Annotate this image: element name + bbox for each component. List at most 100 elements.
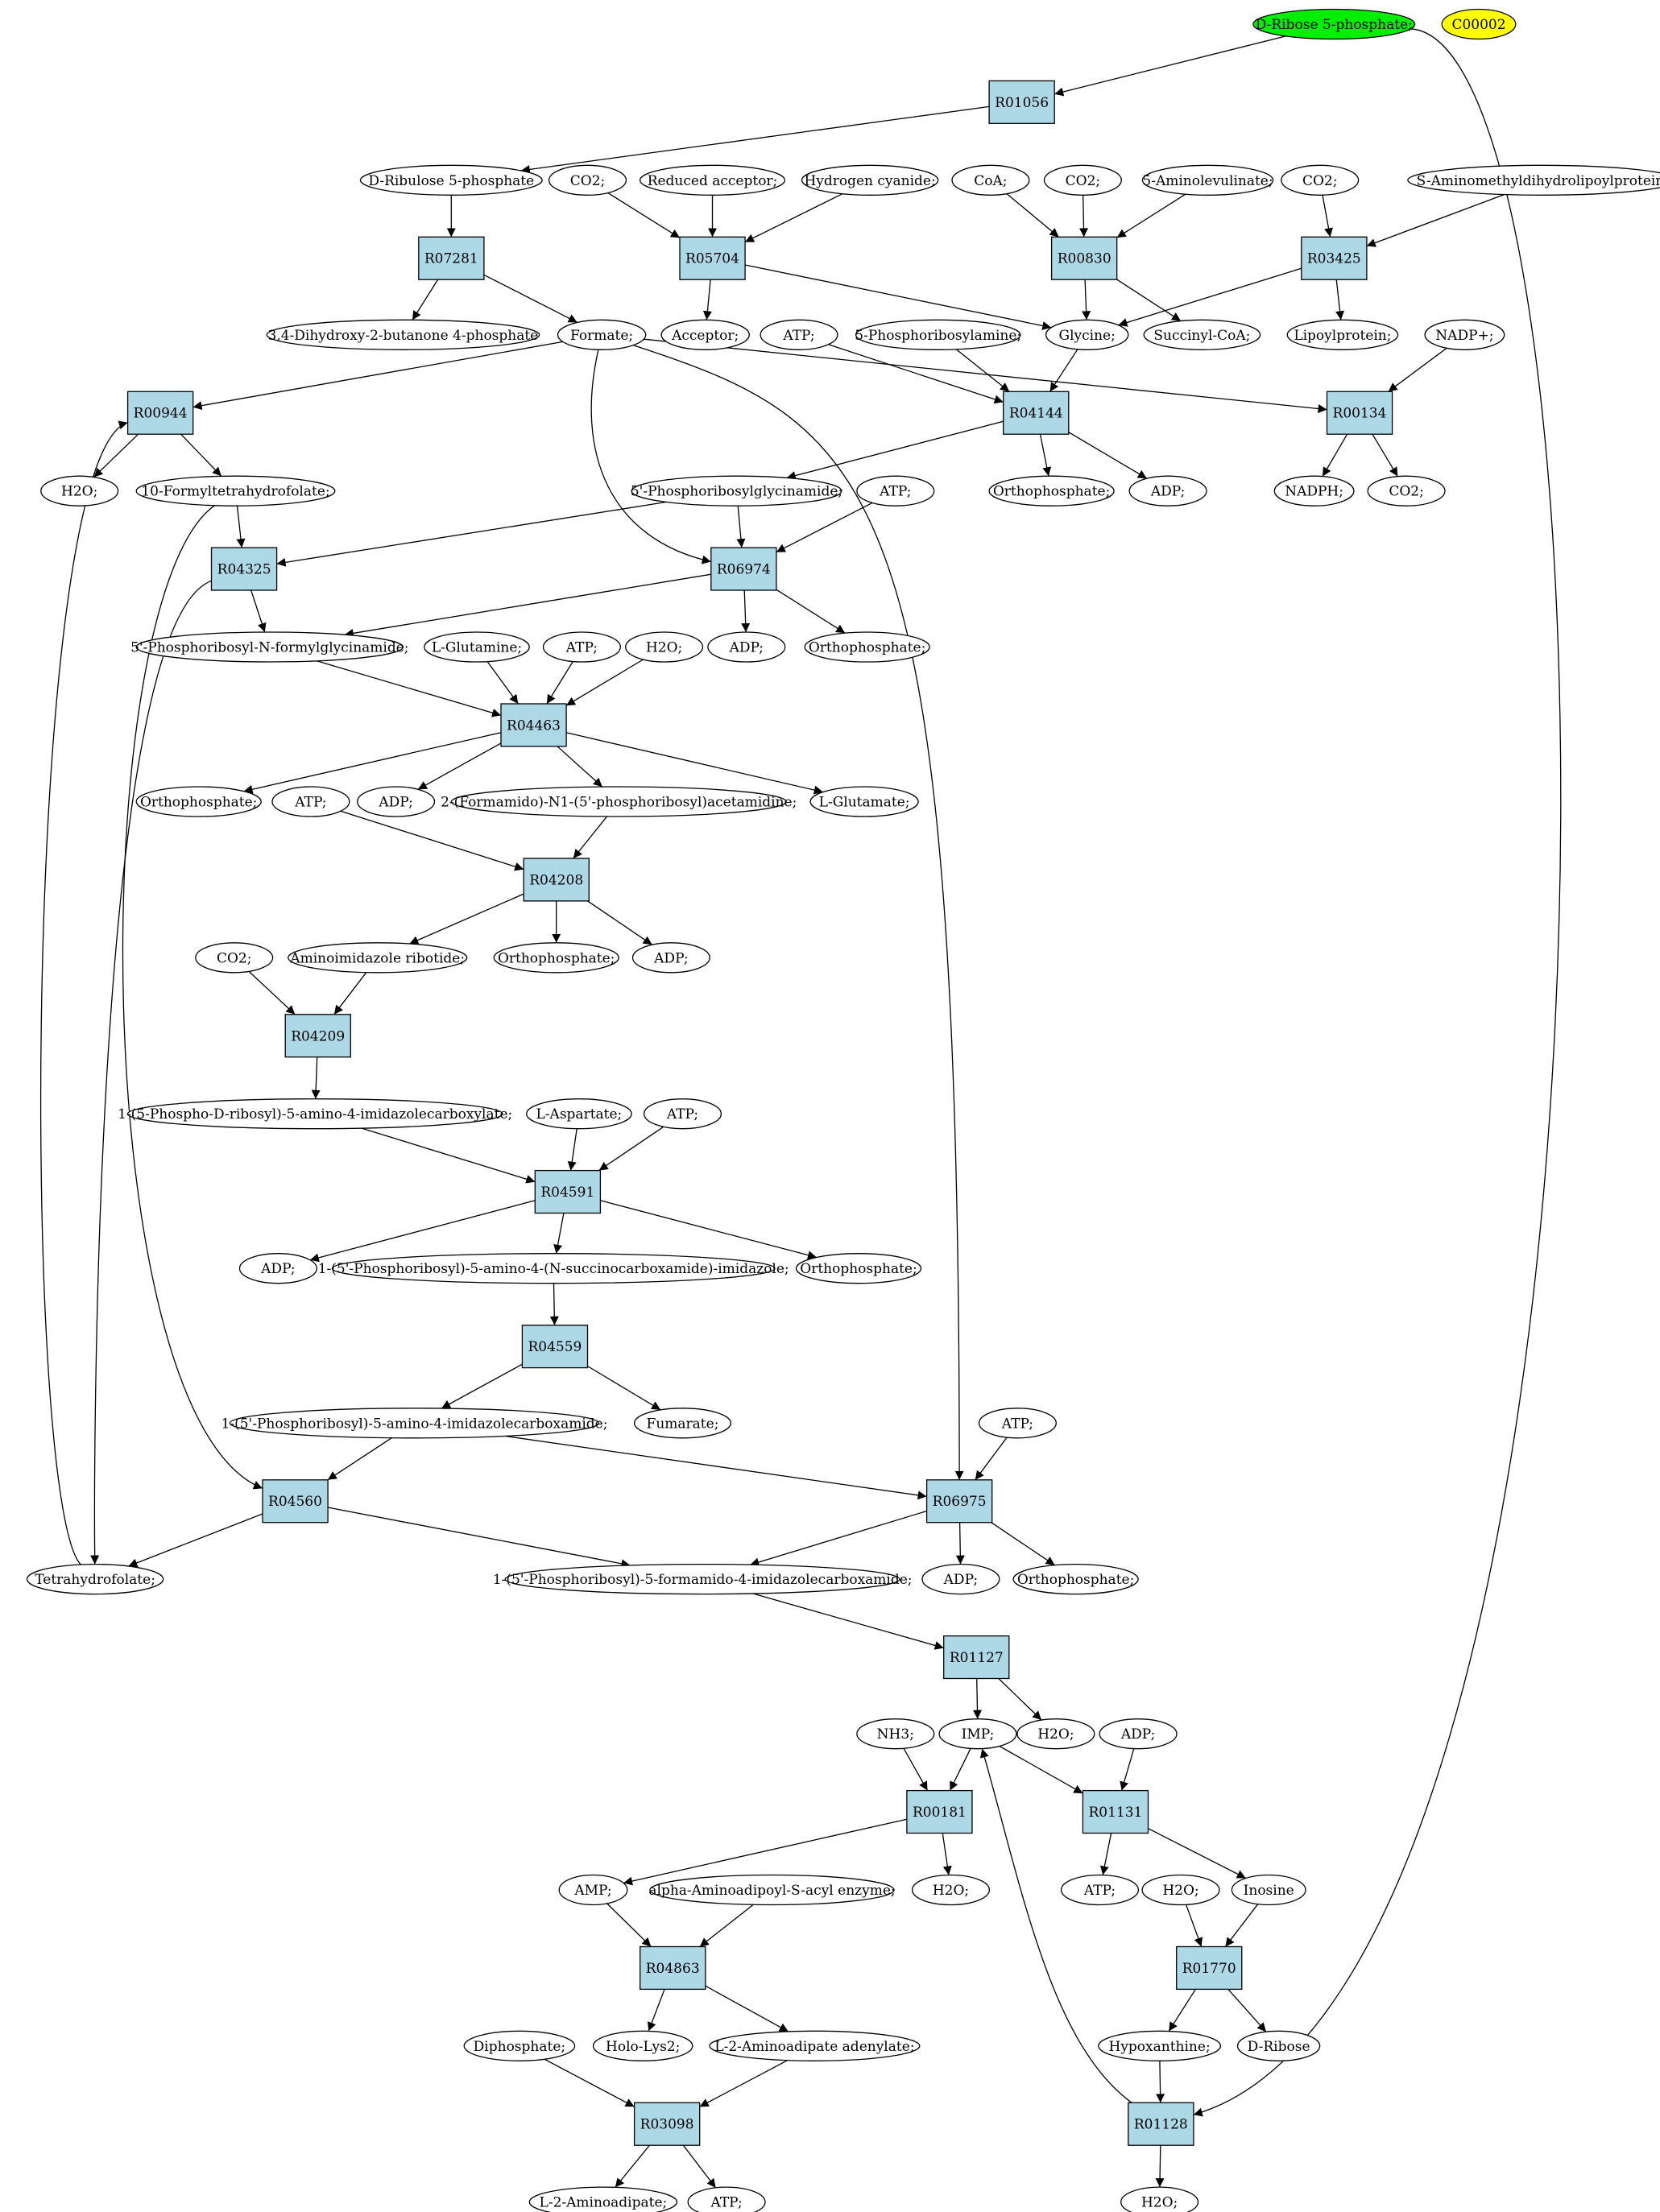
- compound-node-c-aicar[interactable]: 1-(5'-Phosphoribosyl)-5-amino-4-imidazol…: [221, 1408, 608, 1439]
- reaction-node-r03425[interactable]: R03425: [1301, 236, 1368, 280]
- compound-node-c-adp-b[interactable]: ADP;: [707, 631, 786, 663]
- reaction-node-r04560[interactable]: R04560: [262, 1479, 329, 1524]
- compound-node-c-acceptor[interactable]: Acceptor;: [660, 319, 750, 350]
- reaction-node-r04463[interactable]: R04463: [500, 703, 567, 747]
- compound-node-c-redacc[interactable]: Reduced acceptor;: [639, 164, 786, 196]
- compound-node-c-gln[interactable]: L-Glutamine;: [424, 631, 530, 663]
- reaction-node-r01131[interactable]: R01131: [1082, 1789, 1149, 1834]
- compound-node-c-pi-e[interactable]: Orthophosphate;: [795, 1253, 922, 1284]
- compound-node-c-dribose[interactable]: D-Ribose: [1236, 2030, 1321, 2061]
- reaction-node-r01770[interactable]: R01770: [1176, 1945, 1243, 1991]
- compound-node-c-lipoyl[interactable]: Lipoylprotein;: [1286, 319, 1399, 350]
- reaction-node-r04209[interactable]: R04209: [284, 1014, 351, 1058]
- compound-node-c-h2o-a[interactable]: H2O;: [40, 475, 119, 506]
- compound-node-c-inosine[interactable]: Inosine: [1231, 1874, 1306, 1906]
- edge-c_asp-to-R04591: [567, 1128, 577, 1171]
- compound-node-c-atp-h[interactable]: ATP;: [687, 2186, 766, 2212]
- compound-node-c-h2o-b[interactable]: H2O;: [625, 631, 704, 663]
- compound-node-c-adp-c[interactable]: ADP;: [357, 786, 436, 817]
- compound-node-c-faicar[interactable]: 1-(5'-Phosphoribosyl)-5-formamido-4-imid…: [493, 1563, 913, 1595]
- compound-node-c-h2o-c[interactable]: H2O;: [1016, 1718, 1095, 1750]
- compound-node-c-pra[interactable]: 5-Phosphoribosylamine;: [855, 319, 1021, 350]
- reaction-node-r03098[interactable]: R03098: [633, 2102, 701, 2146]
- compound-node-c-nadp[interactable]: NADP+;: [1424, 319, 1505, 350]
- reaction-node-r00134[interactable]: R00134: [1326, 391, 1393, 435]
- compound-node-c-amp[interactable]: AMP;: [558, 1874, 628, 1906]
- compound-node-c-h2o-e[interactable]: H2O;: [1141, 1874, 1220, 1906]
- compound-node-c-10fthf[interactable]: 10-Formyltetrahydrofolate;: [135, 475, 336, 506]
- reaction-node-r04559[interactable]: R04559: [521, 1325, 589, 1369]
- compound-node-c-coa[interactable]: CoA;: [951, 164, 1030, 196]
- compound-node-c-dhbp[interactable]: 3,4-Dihydroxy-2-butanone 4-phosphate: [266, 319, 540, 350]
- compound-ellipse: [804, 631, 930, 663]
- compound-node-c-glycine[interactable]: Glycine;: [1045, 319, 1129, 350]
- reaction-node-r00181[interactable]: R00181: [906, 1789, 973, 1834]
- compound-node-c-nh3[interactable]: NH3;: [856, 1718, 935, 1750]
- compound-node-c-air[interactable]: Aminoimidazole ribotide;: [288, 942, 468, 974]
- compound-node-c-fgam[interactable]: 2-(Formamido)-N1-(5'-phosphoribosyl)acet…: [441, 786, 797, 817]
- compound-node-c-gar[interactable]: 5'-Phosphoribosylglycinamide;: [631, 475, 842, 506]
- reaction-node-r06974[interactable]: R06974: [710, 547, 777, 591]
- compound-node-c-aaacyl[interactable]: alpha-Aminoadipoyl-S-acyl enzyme;: [648, 1874, 896, 1906]
- compound-node-c-h2o-f[interactable]: H2O;: [1120, 2186, 1199, 2212]
- compound-node-c-formate[interactable]: Formate;: [557, 319, 647, 350]
- reaction-node-r04208[interactable]: R04208: [523, 858, 590, 902]
- compound-node-c-co2-a[interactable]: CO2;: [548, 164, 627, 196]
- reaction-node-r01128[interactable]: R01128: [1128, 2102, 1194, 2146]
- compound-node-c-c00002[interactable]: C00002: [1441, 8, 1517, 40]
- compound-node-c-pi-c[interactable]: Orthophosphate;: [135, 786, 262, 817]
- reaction-node-r04591[interactable]: R04591: [534, 1169, 602, 1214]
- reaction-node-r00830[interactable]: R00830: [1050, 236, 1118, 280]
- compound-node-c-hypoxanthine[interactable]: Hypoxanthine;: [1098, 2030, 1222, 2061]
- compound-node-c-co2-c[interactable]: CO2;: [1281, 164, 1360, 196]
- compound-node-c-glu[interactable]: L-Glutamate;: [809, 786, 919, 817]
- compound-node-c-adp-g[interactable]: ADP;: [1099, 1718, 1178, 1750]
- compound-node-c-adp-e[interactable]: ADP;: [238, 1253, 317, 1284]
- reaction-node-r05704[interactable]: R05704: [679, 236, 746, 280]
- compound-node-c-diphosphate[interactable]: Diphosphate;: [463, 2030, 576, 2061]
- compound-node-c-l2aa-adenylate[interactable]: L-2-Aminoadipate adenylate;: [709, 2030, 921, 2061]
- compound-node-c-atp-b[interactable]: ATP;: [856, 475, 935, 506]
- compound-node-c-pi-d[interactable]: Orthophosphate;: [493, 942, 619, 974]
- compound-node-c-h2o-d[interactable]: H2O;: [911, 1874, 991, 1906]
- compound-node-c-adp-a[interactable]: ADP;: [1128, 475, 1207, 506]
- reaction-node-r04144[interactable]: R04144: [1003, 391, 1070, 435]
- compound-node-c-atp-c[interactable]: ATP;: [542, 631, 621, 663]
- reaction-node-r01056[interactable]: R01056: [988, 80, 1055, 124]
- compound-node-c-atp-a[interactable]: ATP;: [760, 319, 838, 350]
- reaction-node-r04863[interactable]: R04863: [640, 1945, 706, 1991]
- compound-node-c-atp-e[interactable]: ATP;: [643, 1098, 722, 1130]
- compound-node-c-adp-d[interactable]: ADP;: [631, 942, 710, 974]
- compound-node-c-ribose5p[interactable]: D-Ribose 5-phosphate;: [1252, 8, 1416, 40]
- compound-node-c-nadph[interactable]: NADPH;: [1273, 475, 1355, 506]
- compound-node-c-hcn[interactable]: Hydrogen cyanide;: [801, 164, 939, 196]
- compound-node-c-atp-f[interactable]: ATP;: [978, 1408, 1057, 1439]
- compound-node-c-cair[interactable]: 1-(5-Phospho-D-ribosyl)-5-amino-4-imidaz…: [118, 1098, 512, 1130]
- compound-node-c-saicar[interactable]: 1-(5'-Phosphoribosyl)-5-amino-4-(N-succi…: [318, 1253, 789, 1284]
- compound-node-c-hololys2[interactable]: Holo-Lys2;: [592, 2030, 693, 2061]
- compound-node-c-atp-g[interactable]: ATP;: [1060, 1874, 1140, 1906]
- compound-node-c-fgar[interactable]: 5'-Phosphoribosyl-N-formylglycinamide;: [130, 631, 409, 663]
- compound-node-c-imp[interactable]: IMP;: [938, 1718, 1017, 1750]
- compound-node-c-ribulose5p[interactable]: D-Ribulose 5-phosphate: [359, 164, 543, 196]
- compound-node-c-thf[interactable]: Tetrahydrofolate;: [26, 1563, 164, 1595]
- compound-node-c-l2aa[interactable]: L-2-Aminoadipate;: [528, 2186, 678, 2212]
- compound-node-c-co2-d[interactable]: CO2;: [1367, 475, 1446, 506]
- compound-node-c-samdlp[interactable]: S-Aminomethyldihydrolipoylprotein;: [1407, 164, 1660, 196]
- compound-node-c-ala[interactable]: 5-Aminolevulinate;: [1141, 164, 1274, 196]
- compound-node-c-co2-b[interactable]: CO2;: [1043, 164, 1122, 196]
- compound-node-c-adp-f[interactable]: ADP;: [921, 1563, 1000, 1595]
- reaction-node-r01127[interactable]: R01127: [943, 1635, 1010, 1680]
- compound-node-c-atp-d[interactable]: ATP;: [271, 786, 350, 817]
- compound-node-c-fumarate[interactable]: Fumarate;: [633, 1408, 732, 1439]
- reaction-node-r06975[interactable]: R06975: [925, 1479, 993, 1524]
- compound-node-c-asp[interactable]: L-Aspartate;: [526, 1098, 632, 1130]
- compound-node-c-pi-b[interactable]: Orthophosphate;: [804, 631, 930, 663]
- reaction-node-r07281[interactable]: R07281: [418, 236, 485, 280]
- reaction-node-r00944[interactable]: R00944: [126, 391, 194, 435]
- compound-node-c-co2-e[interactable]: CO2;: [195, 942, 274, 974]
- compound-node-c-pi-a[interactable]: Orthophosphate;: [988, 475, 1115, 506]
- compound-node-c-pi-f[interactable]: Orthophosphate;: [1012, 1563, 1139, 1595]
- compound-node-c-succoa[interactable]: Succinyl-CoA;: [1143, 319, 1261, 350]
- reaction-node-r04325[interactable]: R04325: [210, 547, 278, 591]
